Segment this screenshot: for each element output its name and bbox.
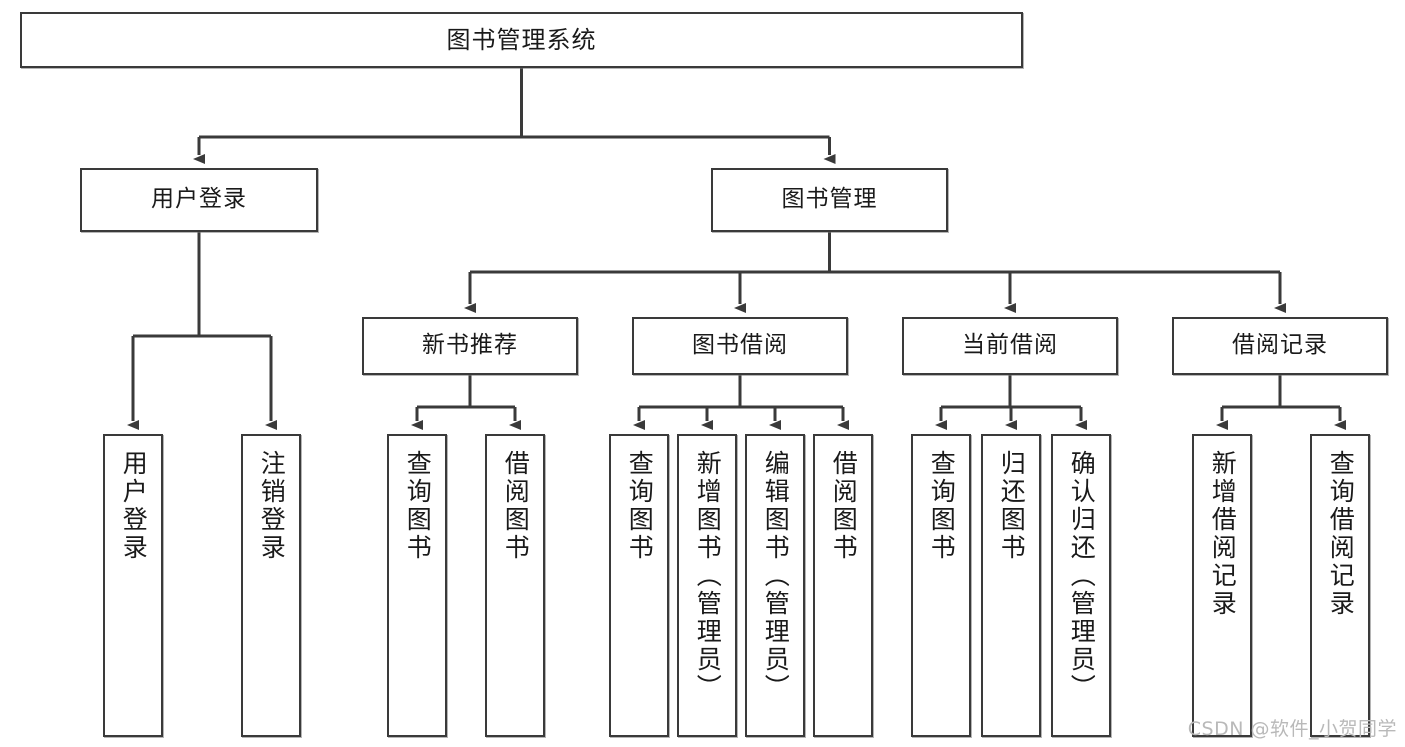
node-label: 新增图书（管理员） xyxy=(693,450,723,702)
csdn-watermark: CSDN @软件_小贺同学 xyxy=(1187,718,1397,740)
node-label: 确认归还（管理员） xyxy=(1067,450,1097,702)
node-label: 查询图书 xyxy=(927,450,957,562)
node-label: 图书管理系统 xyxy=(446,25,597,54)
node-label: 图书管理 xyxy=(781,186,878,213)
node-l2-0[interactable]: 新书推荐 xyxy=(362,317,578,375)
node-l2-1[interactable]: 图书借阅 xyxy=(632,317,848,375)
node-label: 新增借阅记录 xyxy=(1208,450,1238,618)
node-lf-7[interactable]: 借阅图书 xyxy=(813,434,873,737)
node-label: 查询借阅记录 xyxy=(1326,450,1356,618)
node-l2-3[interactable]: 借阅记录 xyxy=(1172,317,1388,375)
node-root[interactable]: 图书管理系统 xyxy=(20,12,1023,68)
node-label: 用户登录 xyxy=(119,450,149,562)
node-lf-12[interactable]: 查询借阅记录 xyxy=(1310,434,1370,737)
node-label: 借阅图书 xyxy=(501,450,531,562)
node-l1-1[interactable]: 图书管理 xyxy=(711,168,948,232)
node-lf-10[interactable]: 确认归还（管理员） xyxy=(1051,434,1111,737)
node-lf-3[interactable]: 借阅图书 xyxy=(485,434,545,737)
node-lf-8[interactable]: 查询图书 xyxy=(911,434,971,737)
node-lf-4[interactable]: 查询图书 xyxy=(609,434,669,737)
node-label: 归还图书 xyxy=(997,450,1027,562)
node-label: 当前借阅 xyxy=(962,332,1058,359)
node-label: 新书推荐 xyxy=(422,332,518,359)
node-l2-2[interactable]: 当前借阅 xyxy=(902,317,1118,375)
node-label: 编辑图书（管理员） xyxy=(761,450,791,702)
node-lf-0[interactable]: 用户登录 xyxy=(103,434,163,737)
node-label: 借阅记录 xyxy=(1232,332,1328,359)
node-lf-11[interactable]: 新增借阅记录 xyxy=(1192,434,1252,737)
node-label: 查询图书 xyxy=(625,450,655,562)
node-l1-0[interactable]: 用户登录 xyxy=(80,168,318,232)
node-label: 图书借阅 xyxy=(692,332,788,359)
node-lf-5[interactable]: 新增图书（管理员） xyxy=(677,434,737,737)
node-lf-6[interactable]: 编辑图书（管理员） xyxy=(745,434,805,737)
node-lf-9[interactable]: 归还图书 xyxy=(981,434,1041,737)
node-label: 借阅图书 xyxy=(829,450,859,562)
node-label: 注销登录 xyxy=(257,450,287,562)
node-label: 用户登录 xyxy=(151,186,247,213)
node-lf-1[interactable]: 注销登录 xyxy=(241,434,301,737)
node-lf-2[interactable]: 查询图书 xyxy=(387,434,447,737)
node-label: 查询图书 xyxy=(403,450,433,562)
